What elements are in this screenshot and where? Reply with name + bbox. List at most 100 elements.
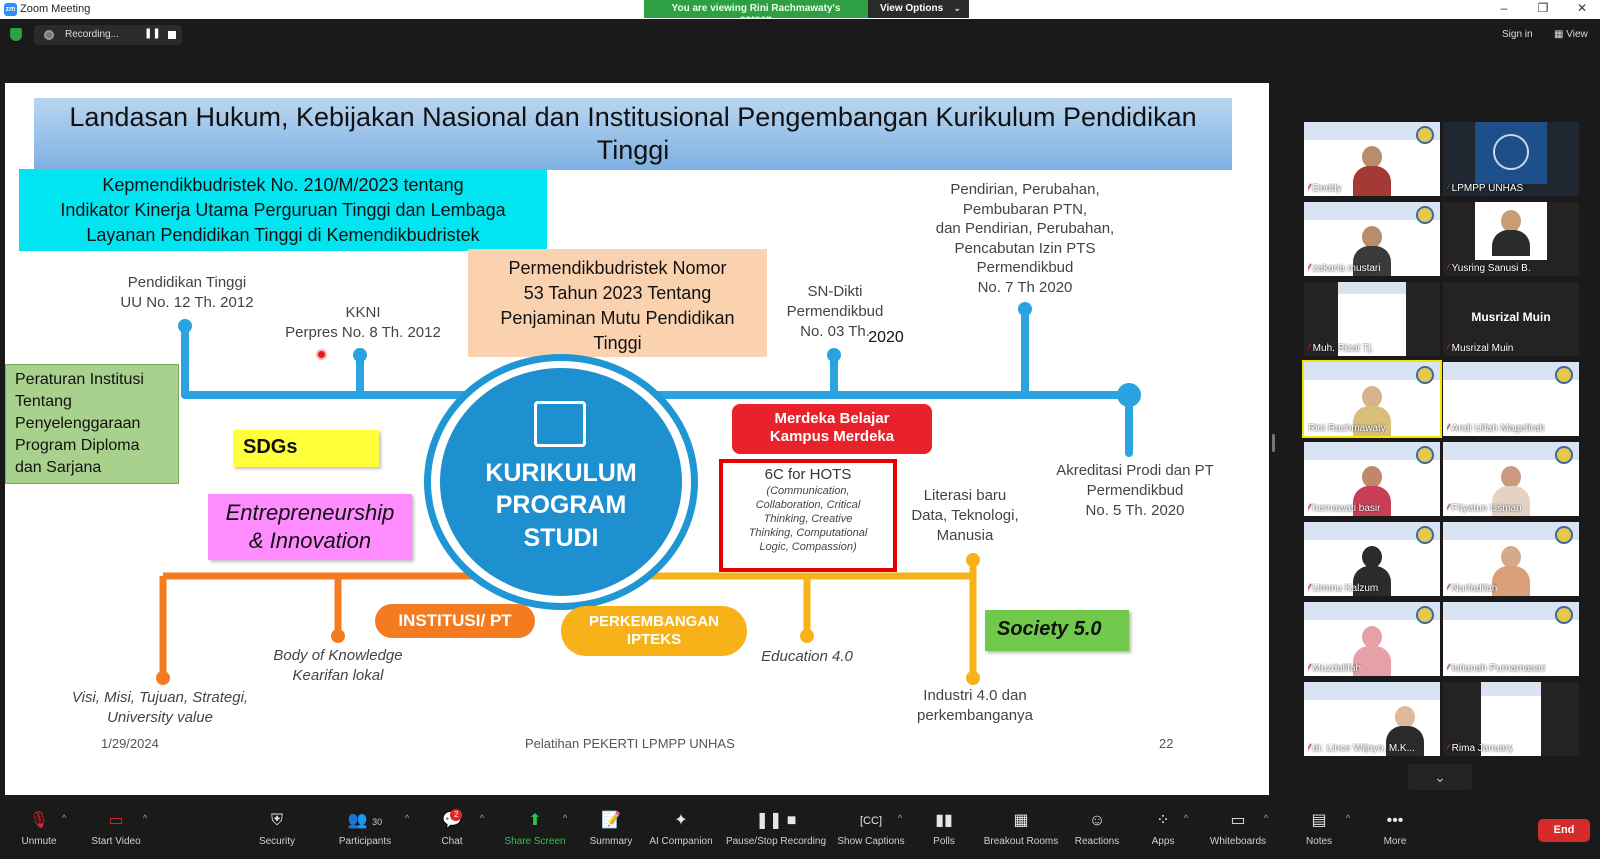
pause-stop-recording-button[interactable]: ❚❚ ■ Pause/Stop Recording [724, 811, 828, 847]
unmute-button[interactable]: 🎙 Unmute [14, 811, 64, 847]
notes-caret-icon[interactable]: ^ [1346, 813, 1351, 823]
participant-name-text: Ummu Kalzum [1312, 583, 1379, 594]
participant-video [1492, 466, 1530, 516]
view-button[interactable]: ▦ View [1554, 29, 1588, 40]
participant-name-text: Rima January [1451, 743, 1514, 754]
participant-tile[interactable]: ⁄Andi Ulfah Magefirah [1443, 362, 1579, 436]
mic-muted-icon: ⁄ [1308, 743, 1310, 754]
label-line: Pendirian, Perubahan, [950, 181, 1100, 198]
gallery-resize-handle[interactable] [1272, 434, 1275, 452]
label-line: Industri 4.0 dan [923, 687, 1027, 704]
visi-label: Visi, Misi, Tujuan, Strategi, University… [45, 688, 275, 728]
polls-button[interactable]: ▮▮ Polls [928, 811, 960, 847]
whiteboards-button[interactable]: ▭ Whiteboards [1206, 811, 1270, 847]
slide-footer-date: 1/29/2024 [101, 736, 159, 751]
participant-tile[interactable]: ⁄dr. Lince Wijoyo, M.K... [1304, 682, 1440, 756]
participant-name: ⁄LPMPP UNHAS [1447, 183, 1523, 194]
participant-tile[interactable]: ⁄Muh. Rizal Tj. [1304, 282, 1440, 356]
reactions-button[interactable]: ☺ Reactions [1072, 811, 1122, 847]
label-line: Pendidikan Tinggi [127, 274, 247, 291]
pause-recording-icon[interactable]: ❚❚ [144, 28, 161, 39]
audio-options-caret-icon[interactable]: ^ [62, 813, 67, 823]
participant-tile[interactable]: ⁄Yusring Sanusi B. [1443, 202, 1579, 276]
participant-tile[interactable]: ⁄hernawati basir [1304, 442, 1440, 516]
sign-in-link[interactable]: Sign in [1502, 29, 1533, 40]
education-label: Education 4.0 [761, 648, 853, 665]
breakout-rooms-button[interactable]: ▦ Breakout Rooms [982, 811, 1060, 847]
peraturan-line: Penyelenggaraan [15, 415, 141, 432]
close-window-button[interactable]: ✕ [1576, 1, 1588, 15]
gallery-scroll-down-button[interactable]: ⌄ [1408, 764, 1472, 790]
participant-name: ⁄Nurfadilah [1447, 583, 1497, 594]
summary-button[interactable]: 📝 Summary [586, 811, 636, 847]
ai-companion-button[interactable]: ✦ AI Companion [648, 811, 714, 847]
mic-muted-icon: ⁄ [1447, 743, 1449, 754]
unhas-logo-icon [1555, 526, 1573, 544]
participant-name-text: Fityatun Usman [1451, 503, 1522, 514]
whiteboards-label: Whiteboards [1209, 836, 1267, 847]
start-video-label: Start Video [91, 836, 141, 847]
view-label: View [1566, 29, 1588, 40]
minimize-button[interactable]: – [1500, 1, 1508, 15]
security-shield-icon[interactable] [10, 28, 22, 41]
window-title-bar: zm Zoom Meeting You are viewing Rini Rac… [0, 0, 1600, 25]
label-line: Permendikbud [786, 303, 884, 320]
emblem-icon [1493, 134, 1529, 170]
peraturan-line: Tentang [15, 393, 72, 410]
view-options-button[interactable]: View Options ⌄ [868, 0, 969, 18]
participant-tile-active-speaker[interactable]: Rini Rachmawaty [1302, 360, 1442, 438]
mic-muted-icon: ⁄ [1308, 263, 1310, 274]
security-button[interactable]: ⛨ Security [252, 811, 302, 847]
show-captions-button[interactable]: [CC] Show Captions [836, 811, 906, 847]
participant-tile[interactable]: ⁄Rima January [1443, 682, 1579, 756]
chat-caret-icon[interactable]: ^ [480, 813, 485, 823]
participant-name: ⁄Ummu Kalzum [1308, 583, 1378, 594]
participant-name-text: Andi Ulfah Magefirah [1451, 423, 1546, 434]
participant-tile[interactable]: ⁄Ummu Kalzum [1304, 522, 1440, 596]
chat-button[interactable]: 💬 2 Chat [432, 809, 472, 847]
security-label: Security [258, 836, 296, 847]
participants-button[interactable]: 👥 30 Participants [332, 811, 398, 847]
slide-page-number: 22 [1159, 736, 1174, 751]
participant-tile[interactable]: ⁄Nurfadilah [1443, 522, 1579, 596]
merdeka-line: Merdeka Belajar [774, 410, 890, 427]
video-off-icon: ▭ [108, 812, 124, 829]
stop-recording-icon[interactable] [168, 31, 176, 39]
mic-muted-icon: ⁄ [1308, 583, 1310, 594]
participant-tile[interactable]: ⁄Fityatun Usman [1443, 442, 1579, 516]
kepmen-line: Layanan Pendidikan Tinggi di Kemendikbud… [86, 225, 480, 245]
apps-icon: ⁘ [1156, 812, 1170, 829]
participant-tile[interactable]: ⁄zakaria mustari [1304, 202, 1440, 276]
merdeka-line: Kampus Merdeka [769, 428, 895, 445]
permen-line: Tinggi [593, 333, 642, 353]
participant-name-text: Deddy [1312, 183, 1342, 194]
apps-button[interactable]: ⁘ Apps [1148, 811, 1178, 847]
more-button[interactable]: ••• More [1380, 811, 1410, 847]
restore-button[interactable]: ❐ [1537, 1, 1549, 15]
participant-name: Rini Rachmawaty [1308, 423, 1386, 434]
whiteboards-caret-icon[interactable]: ^ [1264, 813, 1269, 823]
show-captions-label: Show Captions [837, 836, 905, 847]
start-video-button[interactable]: ▭ Start Video [86, 811, 146, 847]
participant-tile[interactable]: ⁄Muzdalifah [1304, 602, 1440, 676]
window-title: Zoom Meeting [20, 3, 91, 15]
chat-unread-badge: 2 [450, 809, 463, 821]
body-knowledge-label: Body of Knowledge Kearifan lokal [253, 646, 423, 686]
notes-button[interactable]: ▤ Notes [1304, 811, 1334, 847]
video-options-caret-icon[interactable]: ^ [143, 813, 148, 823]
recording-indicator: Recording... ❚❚ [34, 25, 182, 45]
participant-display-name: Musrizal Muin [1471, 310, 1551, 324]
participant-name: ⁄hernawati basir [1308, 503, 1380, 514]
participants-caret-icon[interactable]: ^ [405, 813, 410, 823]
participant-tile[interactable]: ⁄Deddy [1304, 122, 1440, 196]
captions-caret-icon[interactable]: ^ [898, 813, 903, 823]
apps-caret-icon[interactable]: ^ [1184, 813, 1189, 823]
participant-name: ⁄dr. Lince Wijoyo, M.K... [1308, 743, 1415, 754]
end-meeting-button[interactable]: End [1538, 819, 1590, 842]
share-caret-icon[interactable]: ^ [563, 813, 568, 823]
participant-tile[interactable]: ⁄LPMPP UNHAS [1443, 122, 1579, 196]
participant-tile[interactable]: ⁄Istianah Purnamasari [1443, 602, 1579, 676]
participant-tile[interactable]: Musrizal Muin ⁄Musrizal Muin [1443, 282, 1579, 356]
kepmen-box: Kepmendikbudristek No. 210/M/2023 tentan… [19, 169, 547, 251]
share-screen-button[interactable]: ⬆ Share Screen [504, 811, 566, 847]
